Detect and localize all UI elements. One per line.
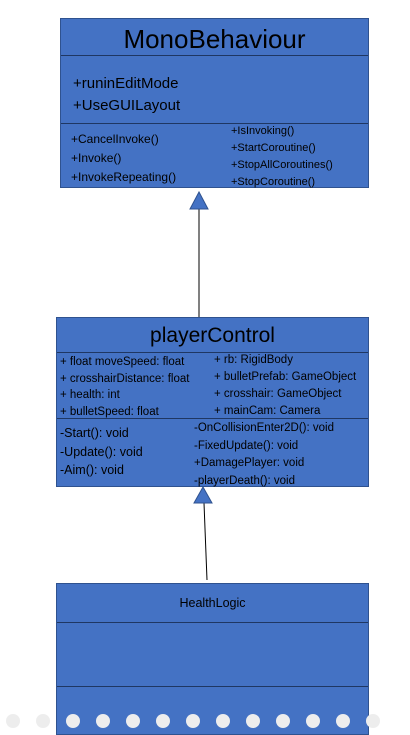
attribute-item: + health: int xyxy=(60,389,120,401)
method-item: -Start(): void xyxy=(60,426,129,440)
attribute-item: + rb: RigidBody xyxy=(214,354,293,366)
method-item: -playerDeath(): void xyxy=(194,474,295,487)
class-title-healthlogic: HealthLogic xyxy=(179,596,246,610)
method-item: +StartCoroutine() xyxy=(231,142,316,154)
attribute-item: +runinEditMode xyxy=(73,75,179,92)
attribute-item: + bulletPrefab: GameObject xyxy=(214,371,357,383)
connector-healthlogic-to-playercontrol xyxy=(203,502,208,581)
method-item: +StopCoroutine() xyxy=(231,176,316,188)
attribute-item: +UseGUILayout xyxy=(73,97,181,114)
method-item: +IsInvoking() xyxy=(231,125,295,137)
attribute-item: + bulletSpeed: float xyxy=(60,405,159,418)
method-item: -FixedUpdate(): void xyxy=(194,439,299,452)
class-title-playercontrol: playerControl xyxy=(150,324,275,347)
method-item: +StopAllCoroutines() xyxy=(231,159,333,171)
method-item: -Aim(): void xyxy=(60,463,124,477)
method-item: -Update(): void xyxy=(60,444,143,459)
watermark-dots xyxy=(0,712,410,732)
class-healthlogic: HealthLogic xyxy=(56,583,369,735)
attribute-item: + crosshair: GameObject xyxy=(214,388,342,400)
class-title-monobehaviour: MonoBehaviour xyxy=(123,24,306,54)
class-monobehaviour: MonoBehaviour +runinEditMode +UseGUILayo… xyxy=(60,18,369,188)
inheritance-arrowhead-monobehaviour xyxy=(189,190,209,210)
method-item: +CancelInvoke() xyxy=(71,132,159,146)
class-methods-monobehaviour: +CancelInvoke() +Invoke() +InvokeRepeati… xyxy=(61,123,368,188)
class-attributes-playercontrol: + float moveSpeed: float + crosshairDist… xyxy=(57,352,368,418)
method-item: +DamagePlayer: void xyxy=(194,457,305,469)
class-playercontrol: playerControl + float moveSpeed: float +… xyxy=(56,317,369,487)
method-item: +Invoke() xyxy=(71,151,122,165)
attribute-item: + crosshairDistance: float xyxy=(60,372,190,385)
method-item: -OnCollisionEnter2D(): void xyxy=(194,422,334,434)
class-methods-healthlogic xyxy=(57,686,368,734)
class-attributes-healthlogic xyxy=(57,622,368,686)
attribute-item: + mainCam: Camera xyxy=(214,405,321,417)
inheritance-arrowhead-playercontrol xyxy=(193,485,213,504)
class-methods-playercontrol: -Start(): void -Update(): void -Aim(): v… xyxy=(57,418,368,487)
method-item: +InvokeRepeating() xyxy=(71,170,177,184)
attribute-item: + float moveSpeed: float xyxy=(60,356,185,368)
class-attributes-monobehaviour: +runinEditMode +UseGUILayout xyxy=(61,55,368,141)
